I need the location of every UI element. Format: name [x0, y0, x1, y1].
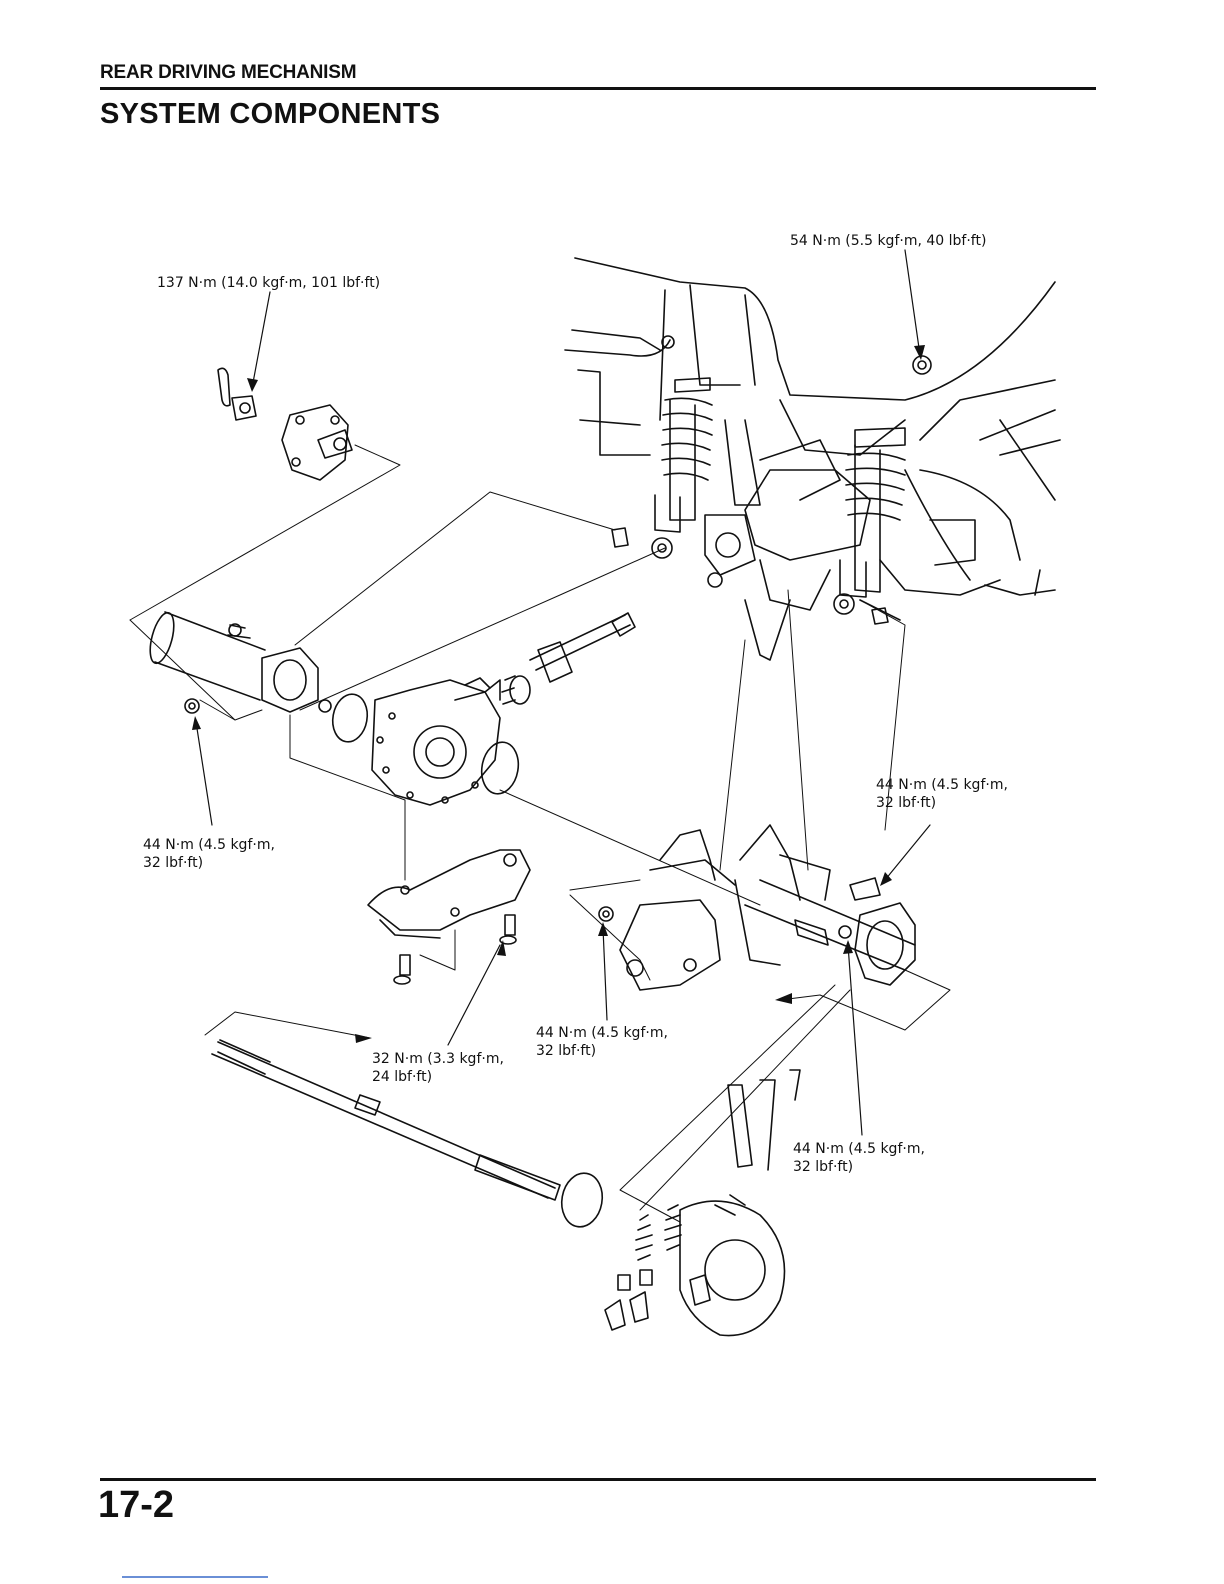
- torque-label-carrier-nut: 44 N·m (4.5 kgf·m, 32 lbf·ft): [536, 1024, 668, 1060]
- vehicle-frame: [565, 258, 1060, 660]
- torque-text-line: 32 lbf·ft): [876, 794, 1008, 812]
- torque-text-line: 32 N·m (3.3 kgf·m,: [372, 1050, 504, 1068]
- torque-label-skid-plate-bolt: 32 N·m (3.3 kgf·m, 24 lbf·ft): [372, 1050, 504, 1086]
- torque-label-brake-panel-nut: 44 N·m (4.5 kgf·m, 32 lbf·ft): [793, 1140, 925, 1176]
- torque-text-line: 44 N·m (4.5 kgf·m,: [143, 836, 275, 854]
- footer-rule: [100, 1478, 1096, 1481]
- torque-label-final-drive-nut: 44 N·m (4.5 kgf·m, 32 lbf·ft): [143, 836, 275, 872]
- torque-text-line: 44 N·m (4.5 kgf·m,: [536, 1024, 668, 1042]
- torque-leader-lines: [196, 250, 930, 1135]
- torque-text-line: 32 lbf·ft): [143, 854, 275, 872]
- brake-panel: [680, 1070, 800, 1336]
- torque-label-shock-upper: 54 N·m (5.5 kgf·m, 40 lbf·ft): [790, 232, 986, 250]
- hub-assembly: [218, 368, 352, 480]
- torque-label-axle-housing-bolt: 44 N·m (4.5 kgf·m, 32 lbf·ft): [876, 776, 1008, 812]
- propeller-shaft-upper: [502, 613, 635, 704]
- final-drive-case: [372, 678, 500, 805]
- brake-springs: [636, 1205, 681, 1260]
- oring-right: [478, 739, 522, 796]
- explosion-guide-lines: [130, 445, 950, 1222]
- torque-text: 54 N·m (5.5 kgf·m, 40 lbf·ft): [790, 233, 986, 249]
- torque-text-line: 32 lbf·ft): [793, 1158, 925, 1176]
- torque-label-hub-nut: 137 N·m (14.0 kgf·m, 101 lbf·ft): [157, 274, 380, 292]
- oring-left: [329, 691, 371, 744]
- torque-text: 137 N·m (14.0 kgf·m, 101 lbf·ft): [157, 275, 380, 291]
- brake-pins: [605, 1270, 652, 1330]
- axle-housing-right: [650, 825, 915, 985]
- page-number: 17-2: [98, 1484, 174, 1527]
- torque-text-line: 44 N·m (4.5 kgf·m,: [793, 1140, 925, 1158]
- shock-absorber-right: [834, 356, 931, 614]
- shock-absorber-left: [652, 336, 712, 558]
- torque-text-line: 24 lbf·ft): [372, 1068, 504, 1086]
- oring-axle: [558, 1170, 607, 1230]
- stray-blue-line: [122, 1576, 268, 1578]
- torque-text-line: 44 N·m (4.5 kgf·m,: [876, 776, 1008, 794]
- skid-plate: [368, 850, 530, 984]
- torque-text-line: 32 lbf·ft): [536, 1042, 668, 1060]
